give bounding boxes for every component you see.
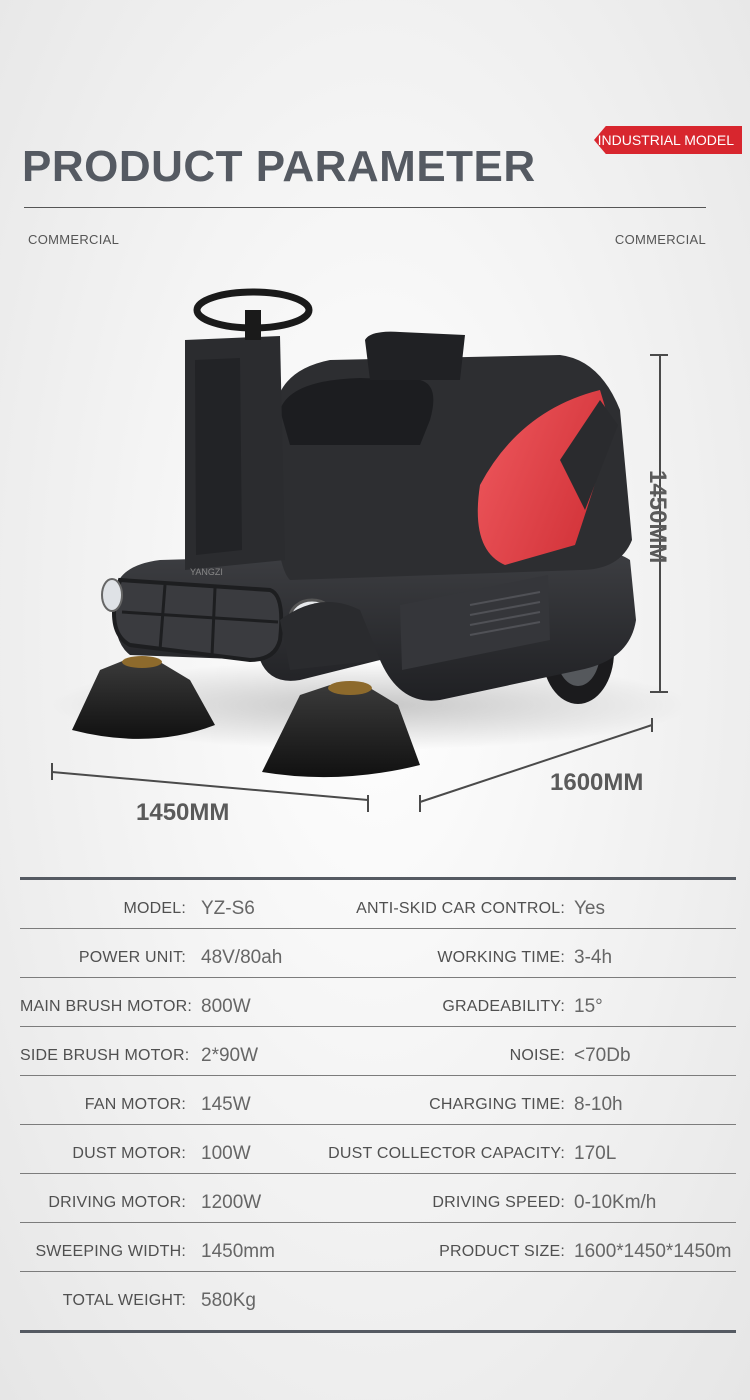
spec-label: DRIVING SPEED: — [432, 1194, 565, 1211]
subtitle-right: COMMERCIAL — [614, 232, 706, 247]
spec-value: 48V/80ah — [201, 947, 283, 968]
spec-label: TOTAL WEIGHT: — [62, 1292, 186, 1309]
spec-label: SWEEPING WIDTH: — [35, 1243, 186, 1260]
spec-value: Yes — [574, 898, 605, 919]
spec-value: YZ-S6 — [201, 898, 255, 919]
spec-value: 145W — [201, 1094, 251, 1115]
spec-row: FAN MOTOR: 145W CHARGING TIME: 8-10h — [20, 1076, 736, 1125]
front-grille — [112, 577, 284, 663]
spec-value: 800W — [201, 996, 251, 1017]
subtitle-left: COMMERCIAL — [28, 232, 120, 247]
spec-label: ANTI-SKID CAR CONTROL: — [356, 900, 565, 917]
spec-label: FAN MOTOR: — [84, 1096, 186, 1113]
spec-label: DRIVING MOTOR: — [48, 1194, 186, 1211]
spec-value: 15° — [574, 996, 603, 1017]
spec-value: 8-10h — [574, 1094, 623, 1115]
page-title: PRODUCT PARAMETER — [22, 142, 536, 191]
spec-label: GRADEABILITY: — [442, 998, 565, 1015]
spec-value: 100W — [201, 1143, 251, 1164]
spec-value: <70Db — [574, 1045, 631, 1066]
spec-value: 580Kg — [201, 1290, 256, 1311]
spec-row: MODEL: YZ-S6 ANTI-SKID CAR CONTROL: Yes — [20, 880, 736, 929]
spec-label: SIDE BRUSH MOTOR: — [20, 1047, 190, 1064]
spec-row: POWER UNIT: 48V/80ah WORKING TIME: 3-4h — [20, 929, 736, 978]
spec-row: DRIVING MOTOR: 1200W DRIVING SPEED: 0-10Km/… — [20, 1174, 736, 1223]
table-bottom-rule — [20, 1330, 736, 1333]
spec-label: PRODUCT SIZE: — [439, 1243, 565, 1260]
spec-value: 3-4h — [574, 947, 613, 968]
spec-value: 170L — [574, 1143, 617, 1164]
sweeper-machine-illustration: YANGZI 1450MM 1600M — [50, 288, 690, 826]
spec-value: 0-10Km/h — [574, 1192, 657, 1213]
brand-logo: YANGZI — [190, 567, 223, 577]
width-dimension-label: 1450MM — [136, 799, 229, 826]
height-dimension-label: 1450MM — [644, 470, 671, 563]
title-divider — [24, 207, 706, 208]
headlight-left — [101, 578, 123, 612]
spec-row: SWEEPING WIDTH: 1450mm PRODUCT SIZE: 1600*1… — [20, 1223, 736, 1272]
spec-label: CHARGING TIME: — [429, 1096, 565, 1113]
side-brush-right — [262, 681, 420, 778]
spec-row: DUST MOTOR: 100W DUST COLLECTOR CAPACITY: 1… — [20, 1125, 736, 1174]
spec-value: 1450mm — [201, 1241, 275, 1262]
spec-label: POWER UNIT: — [78, 949, 186, 966]
spec-label: WORKING TIME: — [437, 949, 565, 966]
spec-row: MAIN BRUSH MOTOR: 800W GRADEABILITY: 15° — [20, 978, 736, 1027]
spec-label: DUST COLLECTOR CAPACITY: — [328, 1145, 565, 1162]
industrial-model-badge: INDUSTRIAL MODEL — [594, 126, 742, 154]
spec-row: SIDE BRUSH MOTOR: 2*90W NOISE: <70Db — [20, 1027, 736, 1076]
table-top-rule — [20, 877, 736, 880]
dimension-lines — [51, 354, 668, 812]
spec-label — [320, 1272, 565, 1320]
spec-row: TOTAL WEIGHT: 580Kg — [20, 1272, 736, 1320]
spec-label: MAIN BRUSH MOTOR: — [20, 998, 193, 1015]
side-brush-left — [72, 656, 215, 739]
seat — [280, 378, 434, 445]
spec-label: DUST MOTOR: — [72, 1145, 186, 1162]
spec-label: MODEL: — [123, 900, 186, 917]
spec-label: NOISE: — [509, 1047, 565, 1064]
length-dimension-label: 1600MM — [550, 769, 643, 796]
spec-value: 2*90W — [201, 1045, 259, 1066]
spec-value: 1600*1450*1450m — [574, 1241, 732, 1262]
spec-value: 1200W — [201, 1192, 262, 1213]
